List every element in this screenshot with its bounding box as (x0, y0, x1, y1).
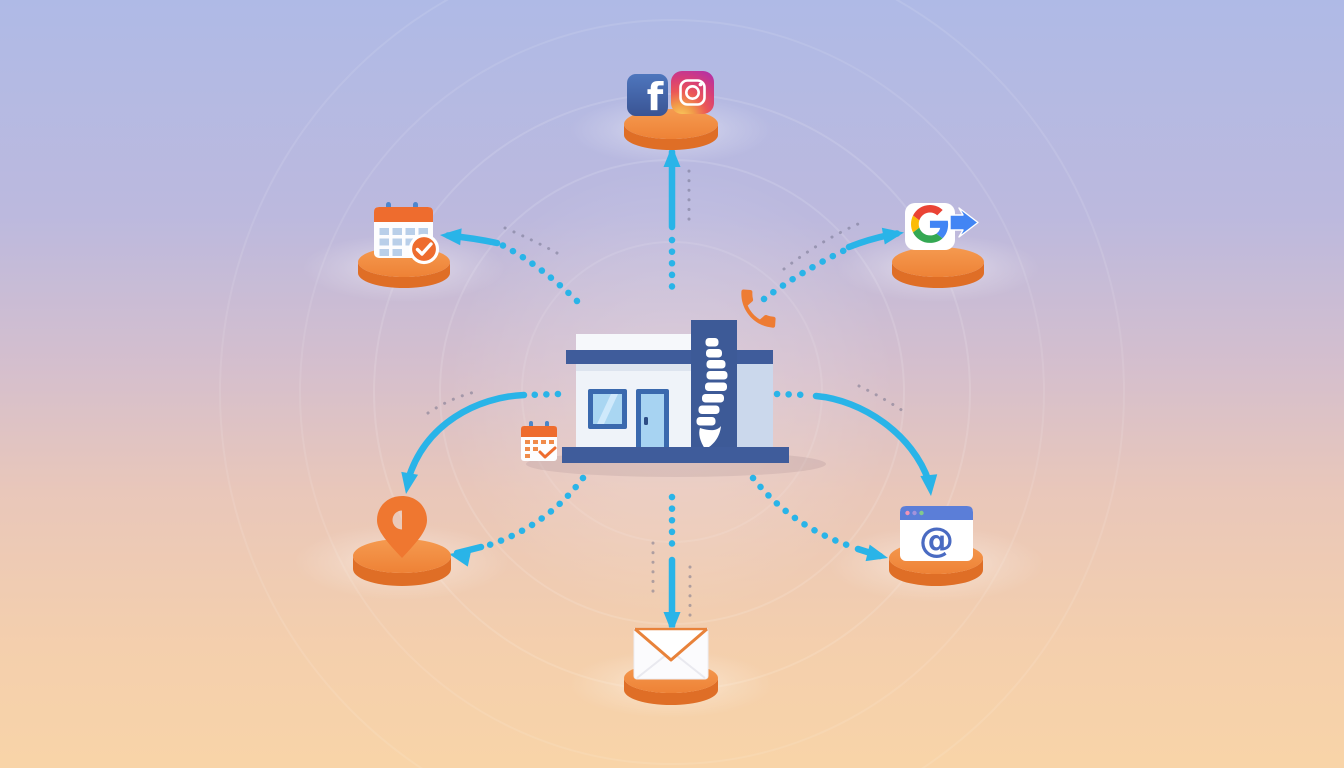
decorative-dotted-trails (426, 169, 908, 619)
check-mark (415, 242, 433, 256)
connector-arrowheads (401, 146, 938, 633)
facebook-f-glyph: f (647, 75, 664, 119)
roof-band (566, 350, 773, 364)
node-social-media: f (624, 71, 718, 150)
node-website-email: @ (889, 506, 983, 586)
instagram-icon (671, 71, 714, 114)
facebook-icon: f (627, 74, 668, 119)
spine-sign (696, 338, 728, 449)
connector-to-calendar-dotted (498, 241, 581, 305)
sign-tower (691, 320, 737, 455)
at-sign-glyph: @ (919, 521, 954, 561)
browser-at-icon: @ (900, 506, 973, 561)
connector-to-google-dotted (760, 246, 849, 303)
calendar-check-icon (374, 202, 440, 265)
door (636, 389, 669, 449)
clinic-storefront (526, 320, 826, 477)
mini-calendar-icon (521, 421, 557, 461)
facade-shadow (576, 364, 692, 371)
connector-to-email-upper-solid (812, 392, 933, 486)
connector-to-location-upper-dotted (524, 390, 562, 399)
connector-dotted-segments (482, 236, 857, 556)
connector-to-email-lower-dotted (749, 474, 857, 551)
envelope-icon (633, 627, 709, 680)
node-google-search (892, 203, 984, 288)
base-plinth (562, 447, 789, 463)
node-direct-mail (624, 627, 718, 705)
connector-to-location-lower-dotted (482, 474, 587, 550)
google-g-icon (905, 203, 979, 250)
window (588, 389, 627, 429)
phone-handset-icon (741, 289, 776, 328)
node-appointment-calendar (358, 202, 450, 288)
forward-arrow-icon (949, 207, 979, 238)
connector-to-location-upper-solid (404, 391, 528, 484)
node-location-listing (353, 496, 451, 586)
map-pin-icon (377, 496, 427, 558)
parapet (576, 334, 692, 351)
side-wall (737, 364, 773, 448)
